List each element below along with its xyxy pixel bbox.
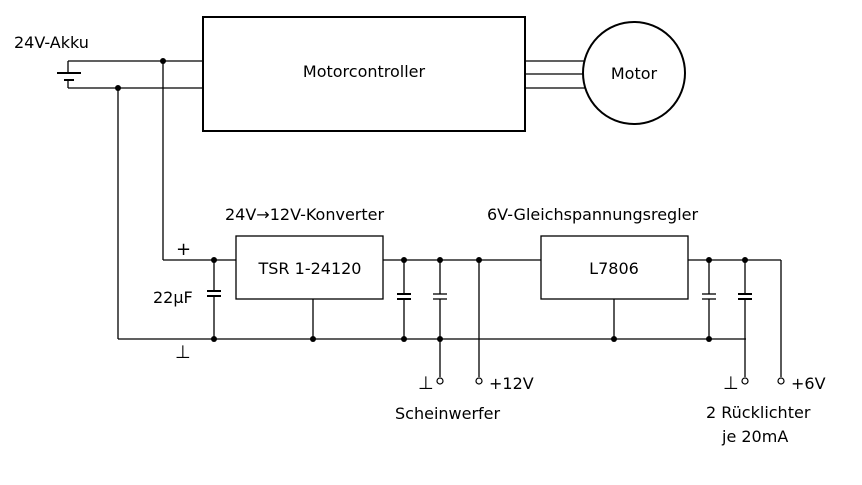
plus-label: + xyxy=(176,239,191,260)
headlight-terminals xyxy=(436,260,483,385)
ground-label-6v: ⊥ xyxy=(723,373,739,394)
headlight-label: Scheinwerfer xyxy=(395,404,501,423)
taillights-label-line2: je 20mA xyxy=(721,427,788,446)
ground-return-wire xyxy=(117,88,746,340)
output-12v-label: +12V xyxy=(489,374,534,393)
motor-phase-wires xyxy=(525,60,585,89)
motor-symbol xyxy=(582,21,686,125)
ground-label-12v: ⊥ xyxy=(418,373,434,394)
taillight-terminals xyxy=(741,260,785,385)
input-capacitor xyxy=(207,260,221,339)
regulator-output-caps xyxy=(702,260,752,339)
converter-title: 24V→12V-Konverter xyxy=(225,205,384,224)
taillights-label-line1: 2 Rücklichter xyxy=(706,403,811,422)
regulator-part-label: L7806 xyxy=(589,259,639,278)
motorcontroller-label: Motorcontroller xyxy=(303,62,426,81)
converter-output-caps xyxy=(397,260,447,339)
motorcontroller-box xyxy=(202,16,526,132)
regulator-title: 6V-Gleichspannungsregler xyxy=(487,205,698,224)
capacitor-label: 22µF xyxy=(153,288,193,307)
battery-wires xyxy=(68,60,203,89)
converter-box xyxy=(235,235,384,300)
battery-label: 24V-Akku xyxy=(14,33,89,52)
junction-dots xyxy=(115,58,748,342)
output-6v-label: +6V xyxy=(791,374,826,393)
motor-label: Motor xyxy=(611,64,658,83)
battery-symbol xyxy=(57,61,81,88)
ground-label-main: ⊥ xyxy=(175,342,191,363)
plus-feed-wire xyxy=(162,61,236,261)
converter-part-label: TSR 1-24120 xyxy=(258,259,362,278)
